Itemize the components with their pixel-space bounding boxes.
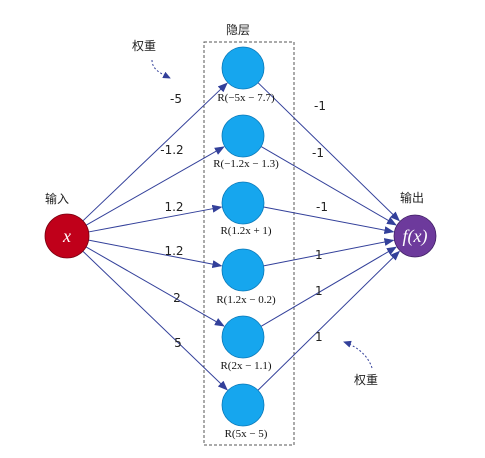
hidden-node-label-3: R(1.2x + 1) xyxy=(220,225,271,237)
output-weight-1: -1 xyxy=(314,99,326,113)
hidden-node-6 xyxy=(221,383,265,427)
output-weight-3: -1 xyxy=(316,200,328,214)
output-weight-5: 1 xyxy=(315,284,323,298)
hidden-node-4 xyxy=(221,248,265,292)
input-edge-6 xyxy=(82,250,228,391)
output-edge-3 xyxy=(263,206,395,235)
output-edge-5 xyxy=(260,246,397,327)
hidden-node-label-5: R(2x − 1.1) xyxy=(220,360,271,372)
output-weight-2: -1 xyxy=(312,146,324,160)
input-weight-6: 5 xyxy=(174,336,182,350)
output-edge-2 xyxy=(260,146,397,226)
hidden-node-label-4: R(1.2x − 0.2) xyxy=(216,294,276,306)
weight-annotation-top: 权重 xyxy=(132,39,156,53)
input-weight-3: 1.2 xyxy=(164,200,183,214)
hidden-layer-title: 隐层 xyxy=(226,23,250,37)
input-node xyxy=(44,213,90,259)
input-node-label: x xyxy=(62,226,71,246)
input-edge-5 xyxy=(85,246,225,327)
output-edge-6 xyxy=(257,250,401,391)
input-edge-1 xyxy=(82,82,228,222)
hidden-node-3 xyxy=(221,181,265,225)
hidden-node-label-2: R(−1.2x − 1.3) xyxy=(213,158,279,170)
input-weight-1: -5 xyxy=(170,92,182,106)
output-weight-6: 1 xyxy=(315,330,323,344)
input-edge-4 xyxy=(88,239,223,269)
output-node-label: f(x) xyxy=(403,226,428,247)
weight-annotation-bottom: 权重 xyxy=(354,373,378,387)
output-edge-1 xyxy=(257,82,400,222)
hidden-layer-box xyxy=(203,41,295,446)
input-edge-2 xyxy=(85,146,225,226)
weight-annotation-bottom-pointer xyxy=(343,340,373,369)
input-weight-2: -1.2 xyxy=(160,143,183,157)
input-title: 输入 xyxy=(45,191,69,206)
hidden-node-5 xyxy=(221,315,265,359)
hidden-node-label-6: R(5x − 5) xyxy=(225,428,268,440)
input-weight-5: 2 xyxy=(173,291,181,305)
input-edge-3 xyxy=(88,204,223,233)
output-weight-4: 1 xyxy=(315,248,323,262)
output-node xyxy=(393,214,437,258)
edges-group: -5 -1 -1.2 -1 1.2 -1 1.2 1 2 1 5 1 xyxy=(82,82,401,391)
hidden-node-2 xyxy=(221,114,265,158)
hidden-node-label-1: R(−5x − 7.7) xyxy=(217,92,275,104)
input-weight-4: 1.2 xyxy=(164,244,183,258)
nodes-group: R(−5x − 7.7) R(−1.2x − 1.3) R(1.2x + 1) R(1… xyxy=(44,46,437,440)
output-title: 输出 xyxy=(400,190,424,205)
hidden-node-1 xyxy=(221,46,265,90)
weight-annotation-top-pointer xyxy=(151,59,171,79)
output-edge-4 xyxy=(263,238,395,267)
